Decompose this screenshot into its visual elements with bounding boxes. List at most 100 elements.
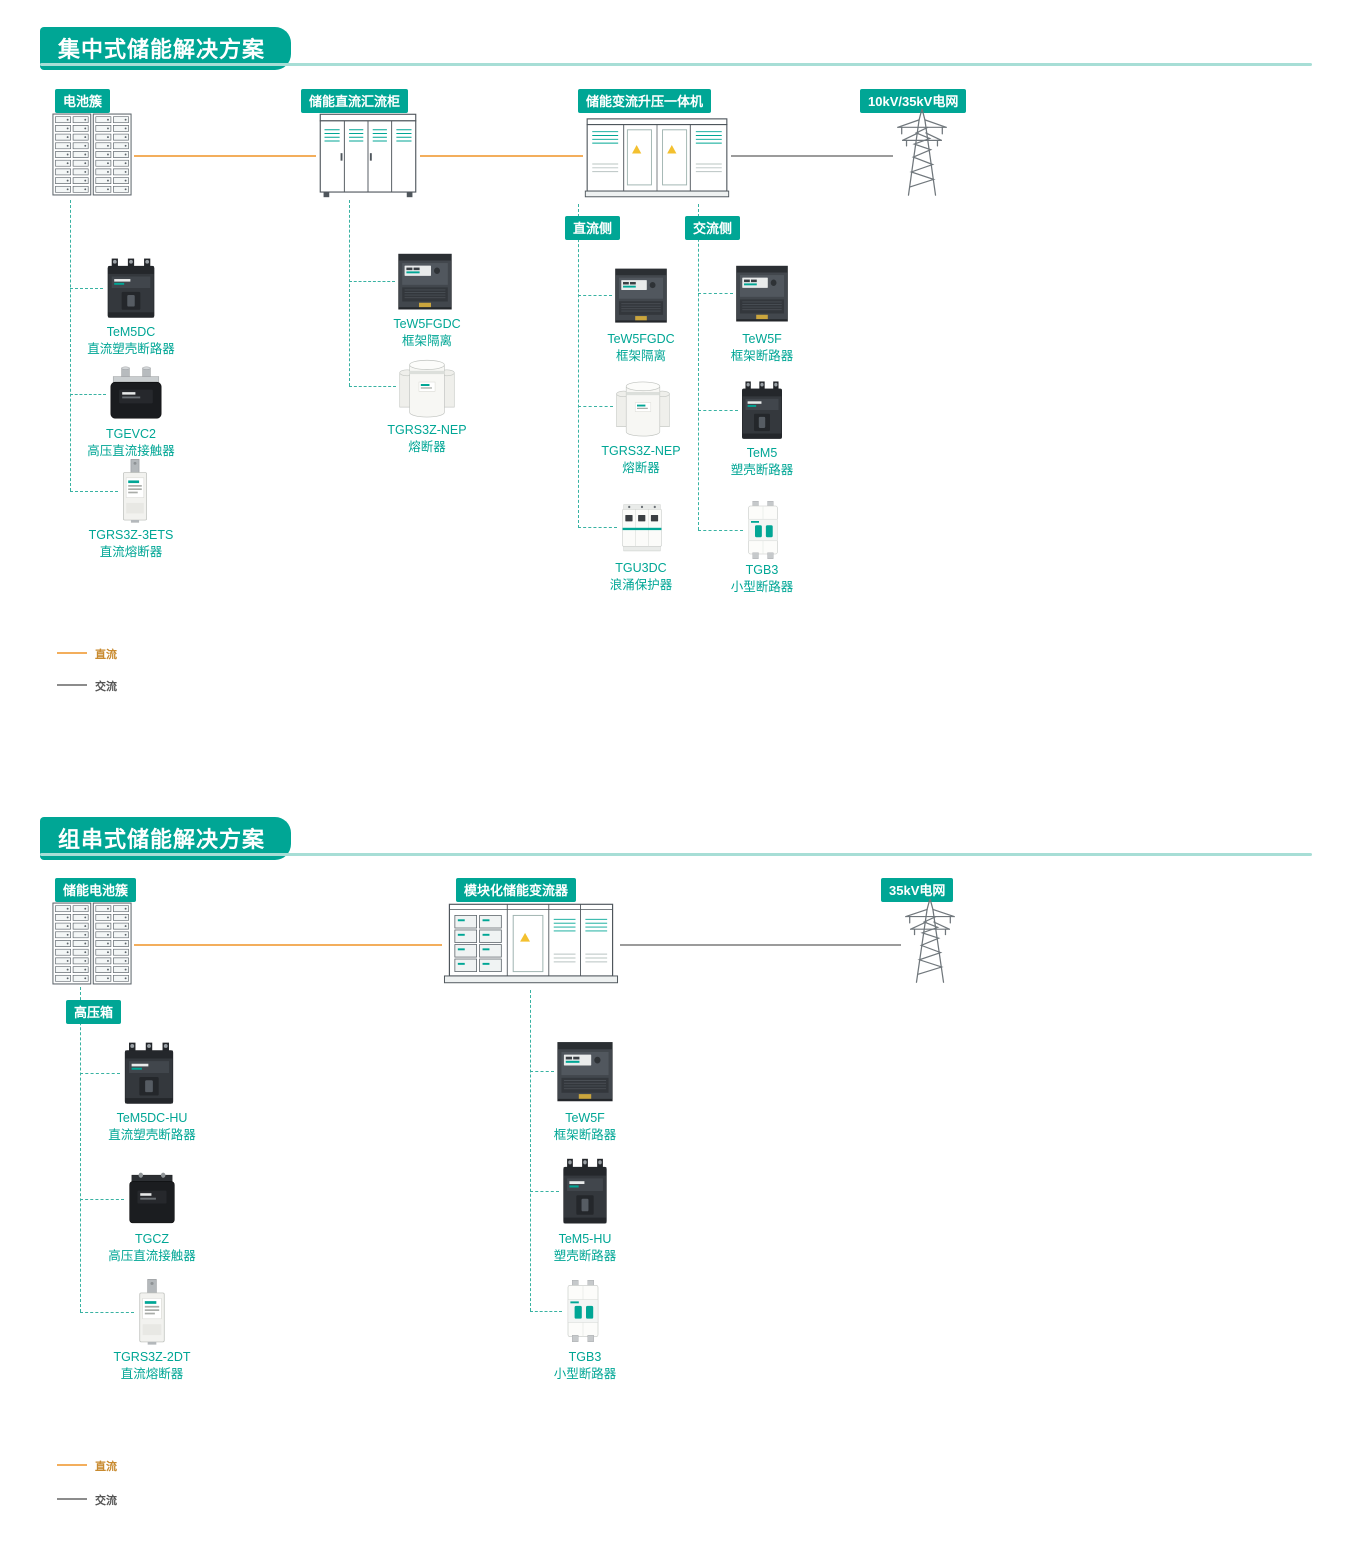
- product-caption-tgevc2: TGEVC2 高压直流接触器: [66, 426, 196, 460]
- ac-side-badge: 交流侧: [685, 216, 741, 240]
- product-desc: 框架隔离: [615, 348, 666, 363]
- dashed-connector: [70, 394, 106, 395]
- tgb3-product-icon: [743, 500, 783, 560]
- product-caption-tgrs3z-2dt: TGRS3Z-2DT 直流熔断器: [87, 1349, 217, 1383]
- dc-combiner-cabinet-icon: [316, 111, 420, 200]
- tew5f-product-icon: [733, 261, 791, 325]
- product-desc: 高压直流接触器: [87, 443, 175, 458]
- product-model: TGCZ: [134, 1232, 170, 1246]
- legend-ac-line: [57, 684, 87, 686]
- dashed-connector: [530, 1071, 554, 1072]
- dashed-connector: [698, 410, 738, 411]
- dc-power-line: [134, 944, 442, 946]
- legend-dc-label: 直流: [95, 1461, 117, 1473]
- dashed-connector: [80, 1199, 124, 1200]
- battery-cluster-icon-2: [50, 900, 134, 987]
- dashed-connector: [349, 386, 396, 387]
- product-desc: 小型断路器: [730, 579, 794, 594]
- dashed-connector: [578, 204, 579, 528]
- dashed-connector: [349, 281, 395, 282]
- product-caption-tew5f: TeW5F 框架断路器: [697, 331, 827, 365]
- product-desc: 塑壳断路器: [730, 462, 794, 477]
- tgu3dc-product-icon: [617, 500, 667, 555]
- dashed-connector: [530, 1191, 559, 1192]
- power-grid-tower-icon-2: [901, 895, 959, 985]
- product-caption-tem5dc: TeM5DC 直流塑壳断路器: [66, 324, 196, 358]
- product-model: TGRS3Z-3ETS: [88, 528, 174, 542]
- legend-ac-label: 交流: [95, 1495, 117, 1507]
- ac-power-line: [620, 944, 901, 946]
- product-desc: 直流熔断器: [120, 1366, 184, 1381]
- product-desc: 浪涌保护器: [609, 577, 673, 592]
- product-caption-tem5: TeM5 塑壳断路器: [697, 445, 827, 479]
- product-caption-tew5fgdc-dc: TeW5FGDC 框架隔离: [576, 331, 706, 365]
- product-caption-tew5f-2: TeW5F 框架断路器: [520, 1110, 650, 1144]
- dashed-connector: [698, 293, 733, 294]
- product-caption-tgu3dc: TGU3DC 浪涌保护器: [576, 560, 706, 594]
- product-desc: 直流塑壳断路器: [108, 1127, 196, 1142]
- dashed-connector: [530, 990, 531, 1311]
- product-desc: 框架断路器: [553, 1127, 617, 1142]
- node-label-modular-converter: 模块化储能变流器: [456, 878, 577, 902]
- product-model: TeW5FGDC: [607, 332, 675, 346]
- dashed-connector: [698, 204, 699, 530]
- modular-converter-icon: [442, 898, 620, 990]
- product-model: TeM5: [746, 446, 778, 460]
- tgcz-product-icon: [124, 1170, 180, 1228]
- tgrs3z-2dt-product-icon: [134, 1278, 170, 1346]
- product-caption-tgcz: TGCZ 高压直流接触器: [87, 1231, 217, 1265]
- tgb3-2-product-icon: [562, 1279, 604, 1343]
- node-label-dc-combiner: 储能直流汇流柜: [301, 89, 409, 113]
- product-desc: 小型断路器: [553, 1366, 617, 1381]
- product-model: TeM5DC-HU: [116, 1111, 188, 1125]
- tew5fgdc-dc-product-icon: [612, 264, 670, 326]
- dashed-connector: [70, 288, 103, 289]
- dc-side-badge: 直流侧: [565, 216, 621, 240]
- product-caption-tgrs3z-nep: TGRS3Z-NEP 熔断器: [362, 422, 492, 456]
- product-desc: 直流熔断器: [99, 544, 163, 559]
- tgrs3z-nep-product-icon: [396, 353, 458, 419]
- product-model: TGRS3Z-NEP: [601, 444, 681, 458]
- product-caption-tgrs3z-nep-dc: TGRS3Z-NEP 熔断器: [576, 443, 706, 477]
- product-model: TeW5FGDC: [393, 317, 461, 331]
- dc-power-line: [134, 155, 316, 157]
- product-model: TGB3: [745, 563, 779, 577]
- hv-box-badge: 高压箱: [66, 1000, 122, 1024]
- dashed-connector: [578, 295, 612, 296]
- legend-ac-line: [57, 1498, 87, 1500]
- ac-power-line: [731, 155, 893, 157]
- tem5dc-hu-product-icon: [120, 1040, 178, 1106]
- product-model: TeW5F: [565, 1111, 605, 1125]
- dc-power-line: [420, 155, 583, 157]
- tgrs3z-nep-dc-product-icon: [613, 375, 673, 438]
- section1-title: 集中式储能解决方案: [40, 27, 292, 70]
- tew5fgdc-product-icon: [395, 249, 455, 313]
- tew5f-2-product-icon: [554, 1037, 616, 1105]
- product-model: TGU3DC: [615, 561, 667, 575]
- product-desc: 熔断器: [622, 460, 660, 475]
- dashed-connector: [80, 1312, 134, 1313]
- section2-title-underline: [40, 853, 1312, 856]
- product-caption-tew5fgdc: TeW5FGDC 框架隔离: [362, 316, 492, 350]
- product-desc: 熔断器: [408, 439, 446, 454]
- node-label-converter-booster: 储能变流升压一体机: [578, 89, 712, 113]
- node-label-grid: 10kV/35kV电网: [860, 89, 967, 113]
- legend-dc-line: [57, 1464, 87, 1466]
- node-label-storage-battery-cluster: 储能电池簇: [55, 878, 137, 902]
- product-model: TeM5DC: [106, 325, 156, 339]
- product-desc: 直流塑壳断路器: [87, 341, 175, 356]
- section2-title: 组串式储能解决方案: [40, 817, 292, 860]
- product-caption-tem5dc-hu: TeM5DC-HU 直流塑壳断路器: [87, 1110, 217, 1144]
- dashed-connector: [349, 200, 350, 386]
- dashed-connector: [70, 491, 118, 492]
- tem5-product-icon: [738, 379, 786, 441]
- product-model: TGB3: [568, 1350, 602, 1364]
- dashed-connector: [80, 1073, 120, 1074]
- dashed-connector: [80, 987, 81, 1312]
- product-caption-tgb3-2: TGB3 小型断路器: [520, 1349, 650, 1383]
- node-label-grid-35kv: 35kV电网: [881, 878, 954, 902]
- product-desc: 塑壳断路器: [553, 1248, 617, 1263]
- tgevc2-product-icon: [106, 366, 166, 422]
- dashed-connector: [530, 1311, 562, 1312]
